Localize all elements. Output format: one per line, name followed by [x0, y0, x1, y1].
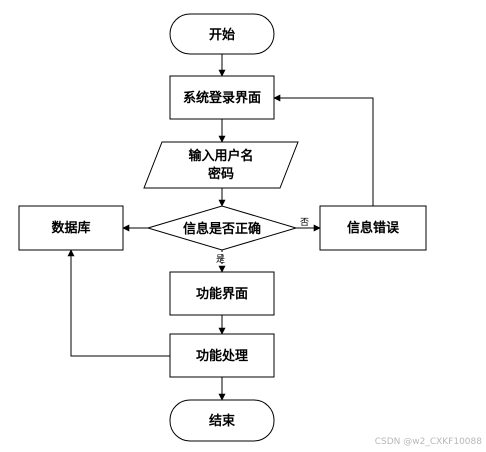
end-label: 结束: [209, 413, 236, 429]
start-node: 开始: [169, 13, 275, 55]
function-proc-node: 功能处理: [169, 333, 275, 378]
error-label: 信息错误: [347, 220, 400, 236]
database-label: 数据库: [51, 220, 90, 236]
login-node: 系统登录界面: [169, 75, 275, 120]
edge-proc-database: [67, 249, 170, 357]
input-node: 输入用户名 密码: [143, 141, 299, 189]
yes-label: 是: [216, 254, 225, 265]
function-proc-label: 功能处理: [196, 348, 248, 364]
database-node: 数据库: [18, 205, 124, 251]
no-label: 否: [300, 217, 309, 228]
end-node: 结束: [169, 399, 275, 442]
start-label: 开始: [209, 27, 235, 43]
watermark: CSDN @w2_CXKF10088: [375, 437, 483, 447]
edge-error-login: [273, 94, 374, 206]
input-label-line2: 密码: [207, 166, 234, 182]
function-ui-label: 功能界面: [196, 286, 248, 302]
decision-label: 信息是否正确: [183, 221, 261, 237]
function-ui-node: 功能界面: [169, 271, 275, 316]
input-label-line1: 输入用户名: [188, 148, 253, 164]
error-node: 信息错误: [319, 205, 427, 251]
login-label: 系统登录界面: [183, 90, 261, 106]
decision-node: 信息是否正确: [146, 205, 298, 251]
